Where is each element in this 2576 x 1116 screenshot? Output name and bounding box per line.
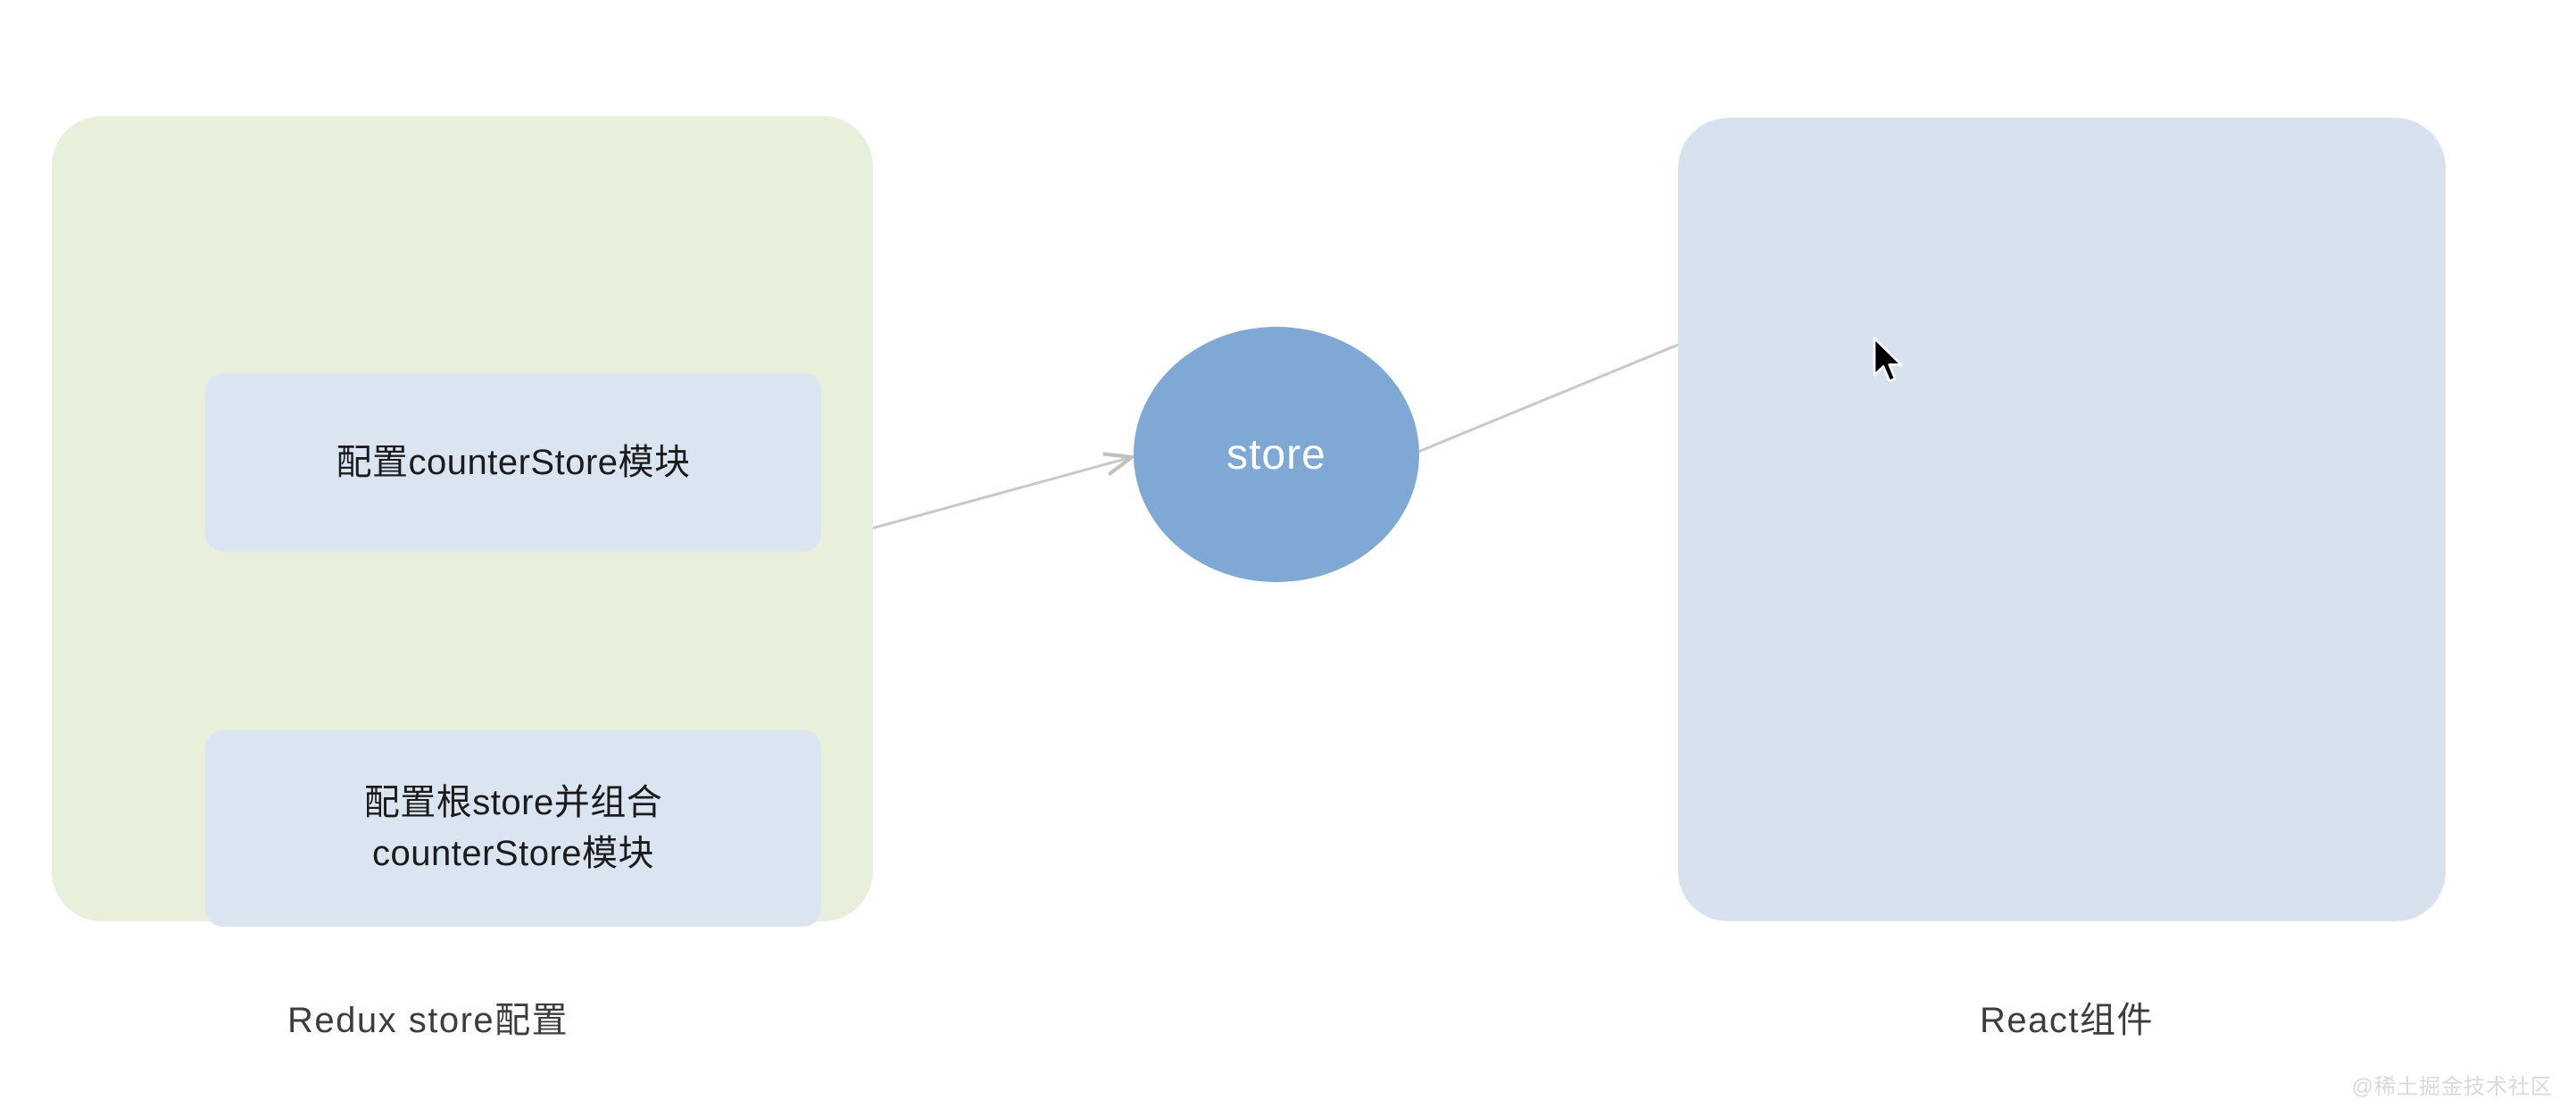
card-configure-counterstore-module[interactable]: 配置counterStore模块 [205, 373, 821, 552]
card-configure-root-store[interactable]: 配置根store并组合 counterStore模块 [205, 730, 821, 927]
caption-react-component: React组件 [1980, 1001, 2154, 1040]
caption-redux-store-config: Redux store配置 [287, 1001, 569, 1040]
panel-react-component: 注入store（react-redux） 使用store中的数据 修改store… [1678, 118, 2446, 921]
node-store[interactable]: store [1134, 327, 1419, 582]
mouse-cursor-icon [1873, 337, 1903, 383]
panel-redux-store-config: 配置counterStore模块 配置根store并组合 counterStor… [52, 116, 873, 927]
connector-left-to-store [870, 452, 1137, 530]
watermark-text: @稀土掘金技术社区 [2351, 1075, 2553, 1099]
